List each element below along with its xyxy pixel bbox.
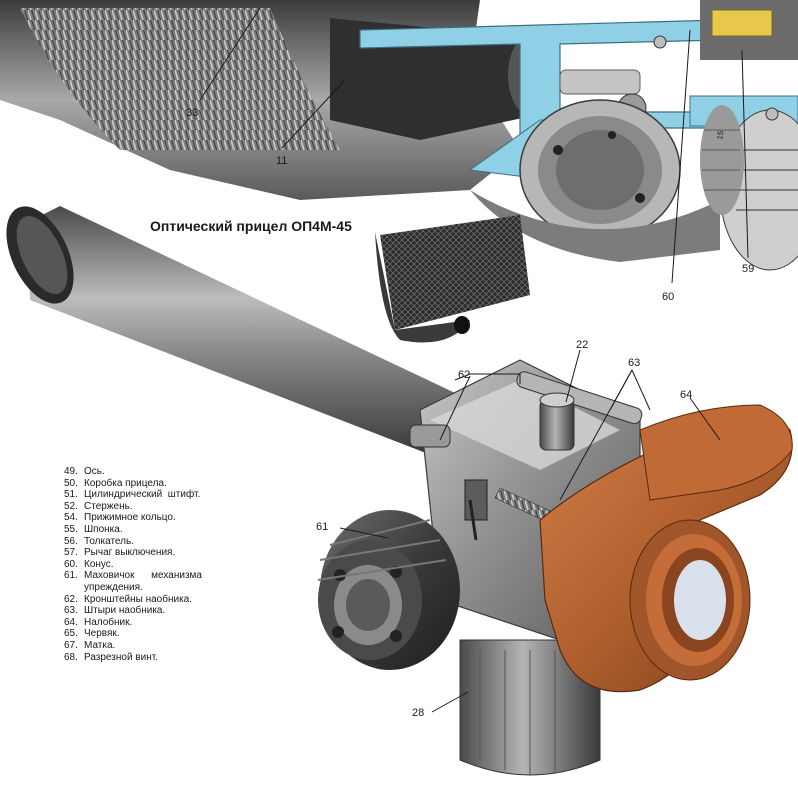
legend-item-number: 68. — [64, 651, 78, 663]
legend-item-text: Конус. — [84, 558, 114, 570]
callout-15: 15 — [715, 129, 726, 140]
legend-item-text: Стержень. — [84, 500, 133, 512]
legend-item-number: 63. — [64, 605, 78, 617]
legend-item-number: 64. — [64, 616, 78, 628]
legend-item-number: 55. — [64, 523, 78, 535]
legend-item: 54. Прижимное кольцо. — [64, 512, 254, 524]
eyepiece-assembly — [6, 206, 793, 776]
legend-item-text: Разрезной винт. — [84, 651, 158, 663]
legend-item-text: Червяк. — [84, 628, 120, 640]
legend-item: 65. Червяк. — [64, 628, 254, 640]
callout-28: 28 — [412, 707, 424, 719]
legend-item-text: Налобник. — [84, 616, 133, 628]
legend-item: 63. Штыри наобника. — [64, 605, 254, 617]
legend-item-text: Шпонка. — [84, 523, 123, 535]
callout-labels: 33 11 59 60 22 62 63 64 61 28 15 — [186, 107, 754, 719]
legend-item-number: 62. — [64, 593, 78, 605]
parts-legend: 49. Ось. 50. Коробка прицела. 51. Цилиндричес… — [64, 466, 254, 663]
leader-lines — [199, 7, 749, 713]
callout-63: 63 — [628, 357, 640, 369]
legend-item-text: Штыри наобника. — [84, 605, 166, 617]
legend-item: 50. Коробка прицела. — [64, 478, 254, 490]
diagram-title: Оптический прицел ОП4М-45 — [150, 218, 352, 234]
legend-item-number: 52. — [64, 500, 78, 512]
legend-item: 60. Конус. — [64, 559, 254, 571]
legend-item-number: 65. — [64, 628, 78, 640]
legend-item: 49. Ось. — [64, 466, 254, 478]
legend-item: 67. Матка. — [64, 640, 254, 652]
callout-64: 64 — [680, 389, 692, 401]
legend-item-number: 50. — [64, 477, 78, 489]
legend-item-number: 60. — [64, 558, 78, 570]
legend-item-number: 61. — [64, 570, 78, 582]
legend-item: 64. Налобник. — [64, 617, 254, 629]
callout-59: 59 — [742, 263, 754, 275]
legend-item-number: 57. — [64, 547, 78, 559]
cutaway-scope-body — [0, 0, 798, 343]
callout-33: 33 — [186, 107, 198, 119]
legend-item-text: Маховичок механизма упреждения. — [84, 570, 202, 593]
legend-item-text: Прижимное кольцо. — [84, 512, 176, 524]
callout-61: 61 — [316, 521, 328, 533]
legend-item-text: Коробка прицела. — [84, 477, 167, 489]
legend-item-number: 49. — [64, 466, 78, 477]
legend-item-text: Толкатель. — [84, 535, 134, 547]
callout-62: 62 — [458, 369, 470, 381]
legend-item: 52. Стержень. — [64, 501, 254, 513]
legend-item-number: 67. — [64, 639, 78, 651]
legend-item-text: Ось. — [84, 466, 105, 477]
legend-item: 55. Шпонка. — [64, 524, 254, 536]
legend-item-text: Матка. — [84, 639, 116, 651]
legend-item: 56. Толкатель. — [64, 536, 254, 548]
legend-item: 51. Цилиндрический штифт. — [64, 489, 254, 501]
legend-item: 61. Маховичок механизма упреждения. — [64, 570, 254, 593]
legend-item: 57. Рычаг выключения. — [64, 547, 254, 559]
callout-22: 22 — [576, 339, 588, 351]
legend-item-number: 56. — [64, 535, 78, 547]
legend-item-number: 54. — [64, 512, 78, 524]
legend-item-text: Рычаг выключения. — [84, 547, 176, 559]
legend-item-text: Цилиндрический штифт. — [84, 489, 201, 501]
callout-60: 60 — [662, 291, 674, 303]
legend-item: 62. Кронштейны наобника. — [64, 594, 254, 606]
legend-item: 68. Разрезной винт. — [64, 652, 254, 664]
legend-item-text: Кронштейны наобника. — [84, 593, 193, 605]
callout-11: 11 — [276, 155, 287, 167]
legend-item-number: 51. — [64, 489, 78, 501]
